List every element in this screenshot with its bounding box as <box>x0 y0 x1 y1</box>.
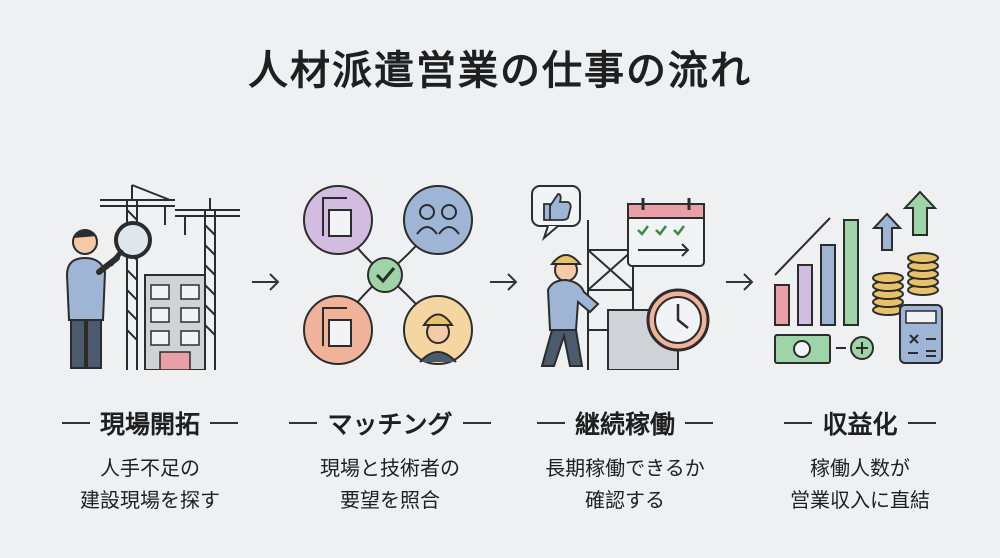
site-search-illustration <box>65 184 240 370</box>
step-4-label: 収益化 <box>745 405 975 441</box>
divider <box>289 422 318 424</box>
arrow-right-icon <box>252 273 280 291</box>
matching-illustration <box>303 185 473 365</box>
step-3-label: 継続稼働 <box>510 405 740 441</box>
step-2-description: 現場と技術者の 要望を照合 <box>275 452 505 516</box>
description-line: 確認する <box>585 488 665 512</box>
step-4-description: 稼働人数が 営業収入に直結 <box>745 452 975 516</box>
step-3-description: 長期稼働できるか 確認する <box>510 452 740 516</box>
step-title: マッチング <box>327 410 453 439</box>
description-line: 現場と技術者の <box>320 456 460 480</box>
continuous-work-illustration <box>531 185 710 370</box>
divider <box>210 422 238 424</box>
description-line: 長期稼働できるか <box>545 456 705 480</box>
step-1-description: 人手不足の 建設現場を探す <box>35 452 265 516</box>
divider <box>462 422 491 424</box>
revenue-illustration <box>774 190 943 364</box>
divider <box>536 422 565 424</box>
page-title: 人材派遣営業の仕事の流れ <box>248 48 752 94</box>
divider <box>907 422 936 424</box>
divider <box>685 422 713 424</box>
description-line: 建設現場を探す <box>80 488 220 512</box>
divider <box>61 422 90 424</box>
description-line: 稼働人数が <box>810 456 910 480</box>
step-title: 継続稼働 <box>574 410 675 439</box>
arrow-right-icon <box>490 273 518 291</box>
description-line: 人手不足の <box>100 456 200 480</box>
arrow-right-icon <box>726 273 754 291</box>
step-title: 現場開拓 <box>99 410 200 439</box>
step-2-label: マッチング <box>275 405 505 441</box>
step-title: 収益化 <box>822 410 898 439</box>
step-1-label: 現場開拓 <box>35 405 265 441</box>
description-line: 要望を照合 <box>340 488 440 512</box>
divider <box>784 422 813 424</box>
description-line: 営業収入に直結 <box>790 488 930 512</box>
